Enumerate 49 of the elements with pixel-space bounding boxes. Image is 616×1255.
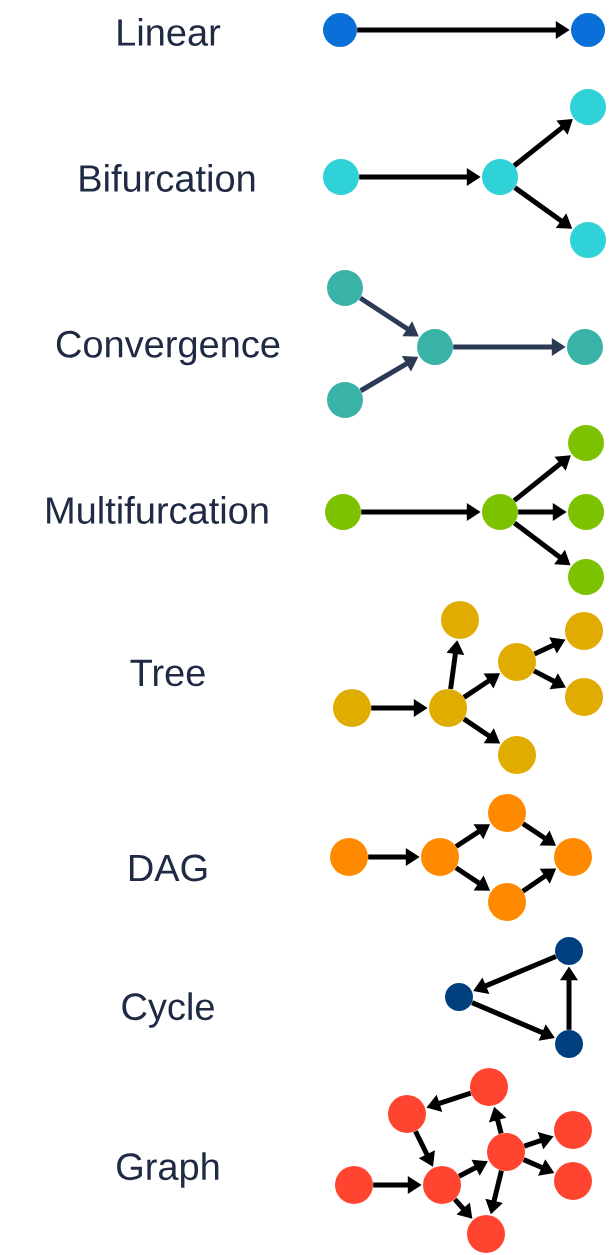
arrow [512,455,571,503]
circle-node [498,736,536,774]
row-label: DAG [129,854,207,882]
circle-node [388,1095,426,1133]
circle-node [335,1166,373,1204]
circle-node [554,1162,592,1200]
circle-node [568,425,604,461]
circle-node [417,329,453,365]
circle-node [482,494,518,530]
circle-node [488,794,526,832]
row-label: Graph [117,1152,219,1188]
circle-node [568,559,604,595]
circle-node [441,601,479,639]
circle-node [565,678,603,716]
circle-node [571,13,605,47]
row-label: Bifurcation [80,164,255,192]
circle-node [423,1166,461,1204]
circle-node [429,689,467,727]
circle-node [323,13,357,47]
circle-node [570,89,606,125]
circle-node [421,838,459,876]
row-label: Tree [130,659,205,687]
circle-node [482,159,518,195]
circle-node [565,612,603,650]
circle-node [567,329,603,365]
circle-node [445,983,473,1011]
circle-node [467,1215,505,1253]
circle-node [323,159,359,195]
circle-node [327,382,363,418]
row-label: Convergence [56,330,280,366]
circle-node [554,1111,592,1149]
row-label: Cycle [122,992,214,1028]
circle-node [325,494,361,530]
circle-node [555,1030,583,1058]
circle-node [487,1133,525,1171]
row-label: Linear [118,18,221,46]
circle-node [327,270,363,306]
circle-node [555,937,583,965]
row-label: Multifurcation [47,496,268,524]
arrow [512,119,573,168]
circle-node [488,883,526,921]
circle-node [498,643,536,681]
circle-node [330,838,368,876]
circle-node [470,1068,508,1106]
arrow [454,824,490,849]
circle-node [570,222,606,258]
circle-node [554,838,592,876]
circle-node [333,689,371,727]
circle-node [568,494,604,530]
